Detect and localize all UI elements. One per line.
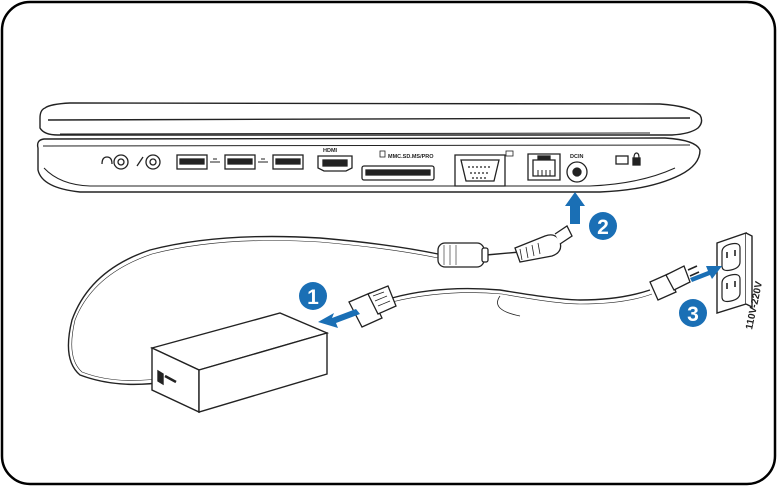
step-badge-1: 1 — [299, 282, 327, 310]
laptop-ports — [101, 150, 641, 187]
svg-text:3: 3 — [687, 303, 699, 326]
dc-plug — [514, 225, 573, 263]
step-arrows — [318, 192, 722, 328]
kensington-lock-slot — [615, 152, 641, 166]
dc-in-label: DCIN — [570, 154, 583, 160]
ferrite-core — [437, 242, 489, 268]
svg-text:2: 2 — [597, 216, 609, 239]
dc-cable — [67, 235, 439, 386]
cables — [67, 235, 653, 386]
laptop-base — [36, 137, 701, 193]
ac-cable — [391, 287, 651, 301]
headphone-port — [101, 154, 129, 170]
usb-port-3 — [272, 154, 304, 170]
card-reader-label: MMC.SD.MS/PRO — [388, 154, 434, 160]
arrow-step-2 — [565, 192, 585, 224]
adapter-side — [198, 332, 328, 413]
step-badge-3: 3 — [679, 299, 707, 327]
svg-text:1: 1 — [307, 286, 319, 309]
usb-port-2 — [224, 154, 268, 170]
wall-plug — [649, 265, 700, 301]
hdmi-port — [317, 155, 353, 172]
card-reader-slot — [361, 150, 435, 181]
wall-outlet — [716, 232, 753, 314]
dc-in-port — [566, 161, 588, 183]
vga-port — [454, 150, 514, 187]
step-badge-2: 2 — [589, 212, 617, 240]
microphone-port — [136, 154, 161, 170]
laptop — [36, 102, 703, 193]
lan-port — [527, 153, 561, 181]
power-adapter — [149, 312, 330, 414]
usb-port-1 — [176, 154, 220, 170]
arrow-step-3 — [690, 266, 722, 282]
ac-connector — [348, 285, 397, 328]
hdmi-label: HDMI — [323, 148, 338, 154]
arrow-step-1 — [318, 309, 360, 328]
